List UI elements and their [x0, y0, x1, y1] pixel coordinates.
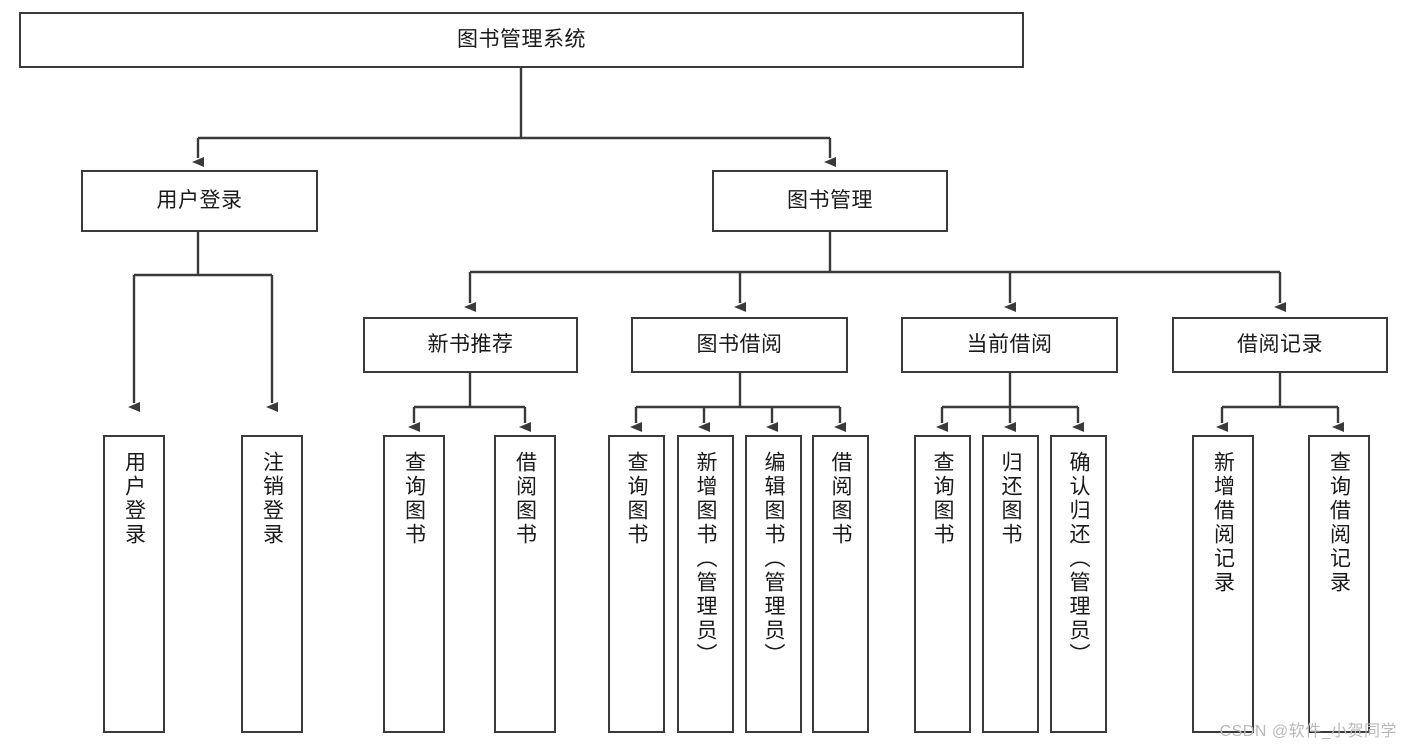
node-label: 用户登录	[122, 451, 146, 547]
node-label: 新增图书（管理员）	[694, 451, 717, 667]
node-leaf-return-book[interactable]: 归还图书	[982, 435, 1039, 733]
node-borrow-record[interactable]: 借阅记录	[1172, 317, 1388, 373]
node-label: 当前借阅	[966, 332, 1053, 356]
node-label: 查询图书	[931, 451, 954, 547]
node-book-borrow[interactable]: 图书借阅	[631, 317, 848, 373]
node-leaf-edit-book-admin[interactable]: 编辑图书（管理员）	[745, 435, 802, 733]
node-leaf-confirm-return-admin[interactable]: 确认归还（管理员）	[1050, 435, 1107, 733]
node-root-book-management-system[interactable]: 图书管理系统	[19, 12, 1024, 68]
node-user-login[interactable]: 用户登录	[81, 170, 318, 232]
node-leaf-add-book-admin[interactable]: 新增图书（管理员）	[677, 435, 734, 733]
node-leaf-query-book-recommend[interactable]: 查询图书	[383, 435, 445, 733]
node-label: 借阅记录	[1237, 332, 1323, 356]
node-leaf-user-login[interactable]: 用户登录	[103, 435, 165, 733]
node-label: 查询借阅记录	[1327, 451, 1351, 595]
node-label: 图书管理系统	[457, 27, 586, 51]
node-label: 用户登录	[156, 188, 243, 212]
node-label: 新书推荐	[427, 332, 514, 356]
node-leaf-query-book-current[interactable]: 查询图书	[914, 435, 971, 733]
node-leaf-logout-login[interactable]: 注销登录	[241, 435, 303, 733]
node-label: 新增借阅记录	[1211, 451, 1235, 595]
node-label: 归还图书	[999, 451, 1022, 547]
node-label: 借阅图书	[513, 451, 537, 547]
watermark: CSDN @软件_小贺同学	[1219, 723, 1397, 740]
node-label: 查询图书	[625, 451, 648, 547]
node-leaf-query-borrow-record[interactable]: 查询借阅记录	[1308, 435, 1370, 733]
node-label: 编辑图书（管理员）	[762, 451, 785, 667]
node-new-book-recommend[interactable]: 新书推荐	[363, 317, 578, 373]
node-label: 注销登录	[260, 451, 284, 547]
node-leaf-add-borrow-record[interactable]: 新增借阅记录	[1192, 435, 1254, 733]
node-leaf-borrow-book-recommend[interactable]: 借阅图书	[494, 435, 556, 733]
node-book-management[interactable]: 图书管理	[712, 170, 948, 232]
node-label: 借阅图书	[829, 451, 852, 547]
node-label: 图书管理	[787, 188, 873, 212]
node-current-borrow[interactable]: 当前借阅	[901, 317, 1118, 373]
node-label: 确认归还（管理员）	[1067, 451, 1090, 667]
node-label: 查询图书	[402, 451, 426, 547]
node-leaf-borrow-book[interactable]: 借阅图书	[812, 435, 869, 733]
node-label: 图书借阅	[696, 332, 783, 356]
node-leaf-query-book-borrow[interactable]: 查询图书	[608, 435, 665, 733]
